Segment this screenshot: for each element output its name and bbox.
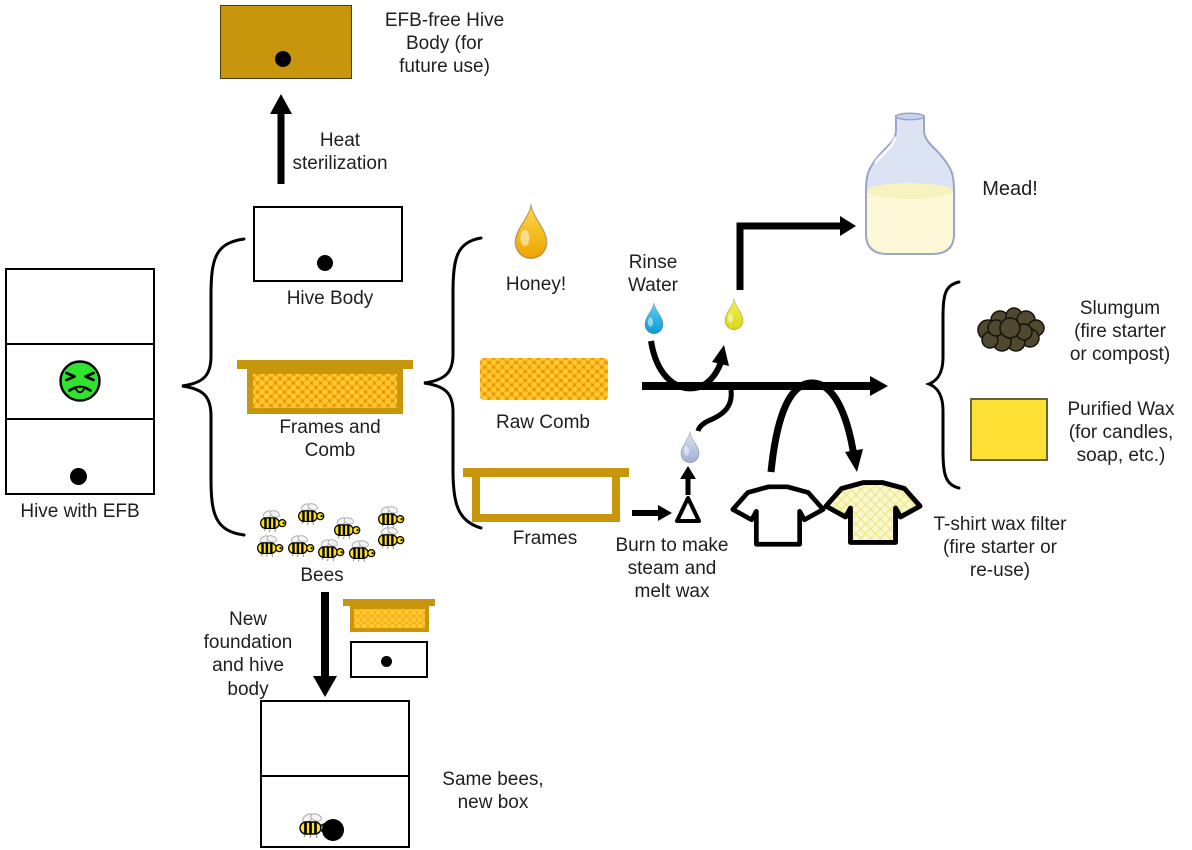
slumgum-icon [977,307,1045,352]
new-hive-top-super [262,702,408,777]
heat-sterilization-label: Heat sterilization [292,130,388,175]
frames-and-comb-body [247,368,403,414]
same-bees-label: Same bees, new box [442,769,544,814]
efb-free-hive-body-box [220,5,352,79]
bee-icon [332,516,362,539]
bee-icon [296,502,326,525]
tshirt-filter-label: T-shirt wax filter (fire starter or re-u… [933,514,1067,582]
new-foundation-label: New foundation and hive body [203,609,293,700]
honey-drop-icon [510,197,552,265]
honey-label: Honey! [505,274,567,295]
purified-wax-icon [970,398,1048,461]
hive-entrance-dot [275,51,291,67]
bee-icon [316,538,346,561]
sick-face-icon [59,360,101,402]
frames-body [472,477,620,522]
bee-icon [376,526,406,549]
new-comb-icon [343,599,435,606]
water-drop-icon [642,299,666,337]
heat-triangle-icon [675,496,701,523]
arrow-filter-arch [767,379,858,473]
bee-icon [376,505,406,528]
purified-wax-label: Purified Wax (for candles, soap, etc.) [1067,399,1175,467]
bee-icon [347,539,377,562]
bees-label: Bees [300,565,344,586]
rinse-water-label: Rinse Water [628,252,678,297]
bees-cluster [250,500,412,564]
hive-entrance-dot [381,656,392,667]
slumgum-label: Slumgum (fire starter or compost) [1069,298,1171,366]
bee-icon [286,534,316,557]
efb-free-hive-body-label: EFB-free Hive Body (for future use) [384,10,505,78]
hive-body-box [253,206,403,282]
hive-entrance-dot [322,819,344,841]
frames-and-comb-label: Frames and Comb [279,417,381,462]
brace-right [924,280,961,490]
brace-left [181,237,246,537]
hive-body-label: Hive Body [286,288,374,309]
hive-super-top [7,270,153,345]
frames-icon [463,468,629,477]
hive-super-middle [7,345,153,420]
mead-label: Mead! [982,178,1038,200]
mead-bottle-icon [865,112,955,255]
frames-and-comb-icon [237,360,413,369]
arrow-rinse-curve [648,340,724,392]
bee-icon [258,509,288,532]
curve-steam-in [695,389,734,432]
steam-drop-icon [678,430,702,464]
hive-with-efb-label: Hive with EFB [20,501,140,522]
raw-comb-label: Raw Comb [496,412,590,433]
new-comb-body [350,605,429,632]
bee-icon [255,534,285,557]
arrow-to-mead [736,222,842,290]
hive-entrance-dot [317,255,333,271]
hive-entrance-dot [70,468,87,485]
frames-label: Frames [512,528,578,549]
tshirt-waxed-icon [822,479,924,547]
honey-water-drop-icon [722,294,746,334]
tshirt-icon [726,484,830,548]
burn-steam-label: Burn to make steam and melt wax [615,535,729,603]
raw-comb-icon [480,358,608,400]
